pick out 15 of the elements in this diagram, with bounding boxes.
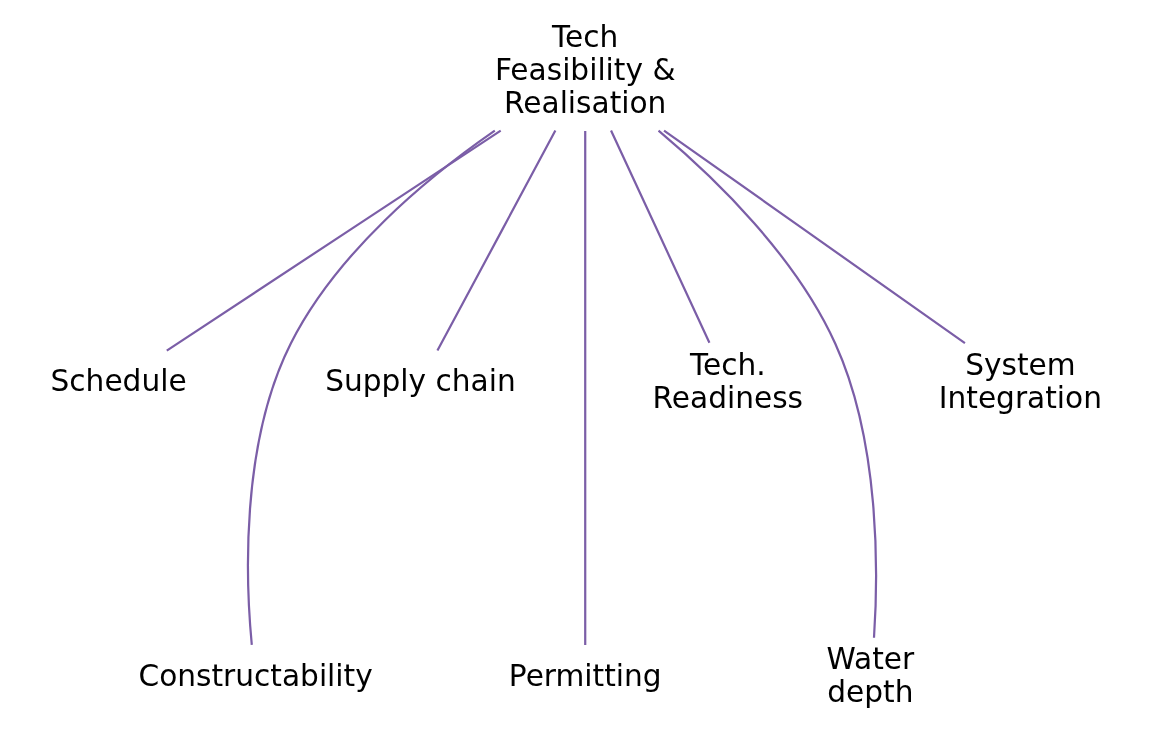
node-text: Schedule <box>50 364 187 399</box>
connector <box>166 129 502 352</box>
connector <box>246 129 496 645</box>
node-text: Supply chain <box>325 364 516 399</box>
node-text: Tech. Readiness <box>652 347 804 415</box>
node-text: Permitting <box>508 658 662 693</box>
connector <box>657 129 878 638</box>
node-text: Constructability <box>138 658 373 693</box>
connector <box>663 129 966 345</box>
connector <box>584 131 587 645</box>
node-text: Water depth <box>826 641 915 710</box>
node-text: System Integration <box>938 347 1102 415</box>
node-text: Tech Feasibility & Realisation <box>494 19 676 121</box>
connector <box>610 130 711 344</box>
connector <box>436 130 557 352</box>
